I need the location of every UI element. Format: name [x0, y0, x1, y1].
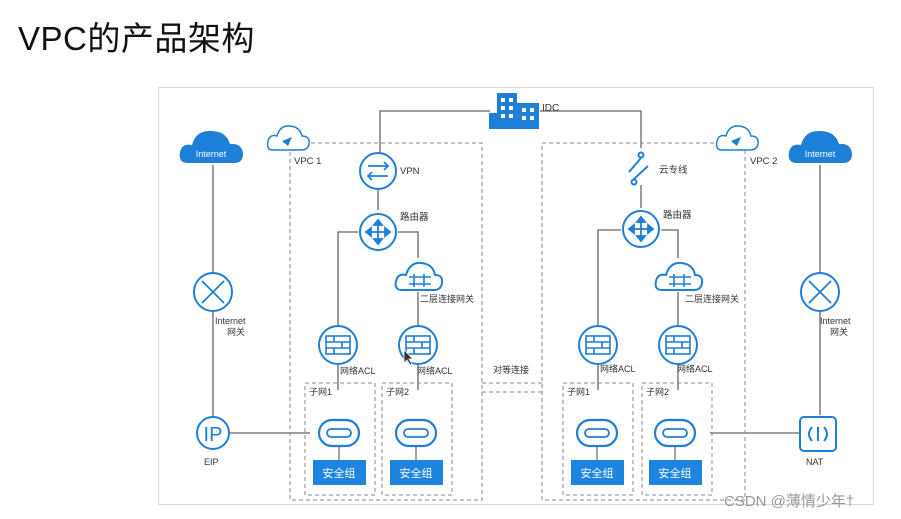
vpc2-subnet2-box	[641, 382, 713, 496]
left-internet-label: Internet	[196, 149, 227, 159]
vpc1-sg2-label: 安全组	[400, 466, 433, 480]
vpc1-subnet2-server-icon	[394, 418, 438, 460]
vpc1-acl1-firewall-icon	[318, 325, 358, 365]
vpc1-sg2-badge	[390, 460, 443, 485]
eip-icon	[196, 416, 230, 450]
dedicated-line-icon	[628, 151, 649, 186]
vpc1-l2-gateway-icon	[394, 261, 444, 291]
vpc1-subnet1-label: 子网1	[309, 387, 332, 397]
vpc1-boundary	[289, 142, 483, 501]
vpc1-label: VPC 1	[294, 156, 321, 167]
vpc2-acl1-label: 网络ACL	[600, 363, 636, 374]
vpc2-cloud-icon	[715, 125, 759, 151]
vpn-label: VPN	[400, 166, 420, 177]
vpc2-sg2-label: 安全组	[659, 466, 692, 480]
vpc2-subnet1-box	[562, 382, 634, 496]
vpc1-sg1-label: 安全组	[323, 466, 356, 480]
diagram-frame	[158, 87, 874, 505]
left-internet-cloud-icon	[179, 130, 243, 163]
vpc1-router-icon	[359, 213, 397, 251]
dashed-boundaries	[289, 142, 746, 501]
vpc1-router-label: 路由器	[400, 211, 429, 223]
page-title: VPC的产品架构	[18, 20, 255, 57]
vpc2-acl1-firewall-icon	[578, 325, 618, 365]
vpc2-acl2-label: 网络ACL	[677, 363, 713, 374]
vpc2-subnet2-label: 子网2	[646, 387, 669, 397]
vpc1-acl1-label: 网络ACL	[340, 365, 376, 376]
dedicated-line-label: 云专线	[659, 164, 688, 176]
nat-label: NAT	[806, 457, 824, 467]
vpc2-subnet1-label: 子网1	[567, 387, 590, 397]
vpc2-l2-gateway-label: 二层连接网关	[685, 293, 739, 304]
vpc1-l2-gateway-label: 二层连接网关	[420, 293, 474, 304]
vpc1-cloud-icon	[266, 125, 310, 151]
vpc2-l2-gateway-icon	[654, 261, 704, 291]
left-gateway-label-1: Internet	[215, 316, 246, 326]
vpc1-acl2-label: 网络ACL	[417, 365, 453, 376]
vpc1-acl2-firewall-icon	[398, 325, 438, 366]
vpc2-label: VPC 2	[750, 156, 777, 167]
peering-label: 对等连接	[493, 364, 529, 375]
vpc1-subnet1-box	[304, 382, 376, 496]
right-internet-label: Internet	[805, 149, 836, 159]
right-gateway-label-2: 网关	[830, 326, 848, 337]
vpc2-sg2-badge	[649, 460, 702, 485]
idc-label: IDC	[542, 103, 559, 114]
eip-glyph: IP	[204, 424, 223, 446]
vpc2-router-label: 路由器	[663, 209, 692, 221]
nat-icon	[799, 416, 837, 452]
idc-building-icon	[489, 93, 539, 129]
connection-lines	[212, 110, 821, 434]
vpc1-subnet1-server-icon	[317, 418, 361, 460]
vpc1-subnet2-box	[381, 382, 453, 496]
vpc2-sg1-badge	[571, 460, 624, 485]
cursor-icon	[403, 349, 414, 366]
vpc2-boundary	[541, 142, 746, 501]
vpc1-sg1-badge	[313, 460, 366, 485]
vpc2-sg1-label: 安全组	[581, 466, 614, 480]
right-gateway-label-1: Internet	[820, 316, 851, 326]
vpc1-subnet2-label: 子网2	[386, 387, 409, 397]
watermark: CSDN @薄情少年†	[724, 493, 855, 510]
vpn-icon	[359, 152, 397, 190]
vpc2-subnet1-server-icon	[575, 418, 619, 460]
eip-label: EIP	[204, 457, 219, 467]
left-internet-gateway-icon	[193, 272, 233, 312]
vpc2-acl2-firewall-icon	[658, 325, 698, 365]
vpc2-subnet2-server-icon	[653, 418, 697, 460]
vpc2-router-icon	[622, 210, 660, 248]
left-gateway-label-2: 网关	[227, 326, 245, 337]
right-internet-cloud-icon	[788, 130, 852, 163]
right-internet-gateway-icon	[800, 272, 840, 312]
